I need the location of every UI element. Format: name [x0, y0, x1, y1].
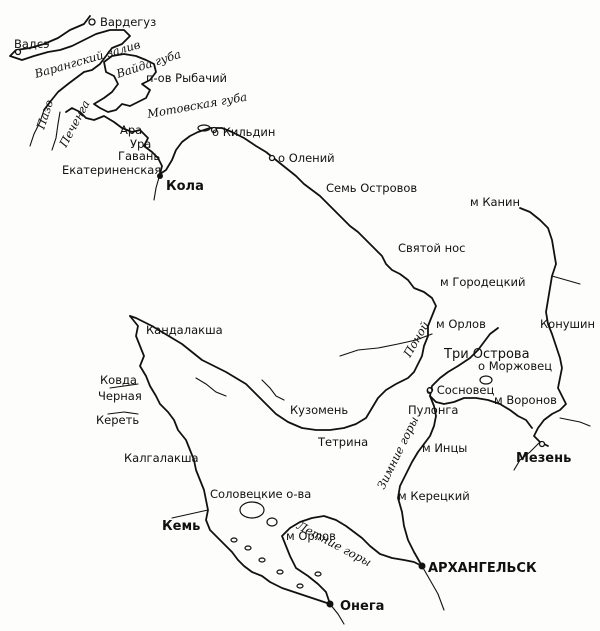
- label-keret: Кереть: [96, 413, 139, 427]
- marker-kola: [157, 173, 163, 179]
- marker-vadse: [14, 48, 22, 56]
- river-umba: [195, 377, 227, 397]
- label-ura: Ура: [130, 137, 151, 151]
- label-chernaya: Черная: [98, 389, 142, 403]
- label-intsy: м Инцы: [422, 441, 467, 455]
- label-letnie-gory: Летние горы: [294, 518, 374, 569]
- river-keret: [107, 411, 139, 415]
- river-dvina: [421, 565, 445, 611]
- river-mezen: [513, 441, 541, 471]
- label-orlov-west: м Орлов: [286, 529, 336, 543]
- label-svyatoy-nos: Святой нос: [398, 241, 465, 255]
- label-oleny: о Олений: [278, 151, 335, 165]
- label-kola: Кола: [166, 179, 204, 194]
- river-kem: [171, 509, 209, 519]
- river-kovda: [109, 383, 139, 389]
- river-kanin-inland: [551, 275, 581, 285]
- label-sosnovets: о Сосновец: [426, 383, 494, 397]
- river-pechenga: [51, 111, 61, 151]
- label-voronov: м Воронов: [494, 393, 557, 407]
- varanger-coast: [9, 15, 131, 111]
- label-motovskaya-guba: Мотовская губа: [145, 90, 248, 122]
- island-skerry-4: [276, 569, 284, 575]
- label-pulonga: Пулонга: [408, 403, 458, 417]
- karelian-shore: [129, 315, 331, 605]
- island-skerry-3: [258, 557, 266, 563]
- label-ara: Ара: [120, 123, 142, 137]
- label-onega: Онега: [340, 599, 384, 614]
- island-skerry-1: [230, 537, 238, 543]
- label-pechenga: Печенга: [56, 98, 93, 151]
- label-gorodetsky: м Городецкий: [440, 275, 525, 289]
- marker-kildin: [210, 126, 218, 134]
- label-pazo: Пазо: [33, 98, 56, 132]
- river-ponoy: [339, 333, 433, 357]
- label-kanin: м Канин: [470, 195, 520, 209]
- kola-coast-main: [65, 107, 437, 431]
- label-vardeguz: Вардегуз: [100, 15, 156, 29]
- label-sem-ostrovov: Семь Островов: [326, 181, 417, 195]
- label-orlov-east: м Орлов: [436, 317, 486, 331]
- label-ekaterinenskaya: Екатериненская: [62, 163, 161, 177]
- label-vadse: Вадсэ: [14, 37, 50, 51]
- river-paz: [29, 109, 45, 147]
- island-morzhovets: [479, 375, 493, 385]
- river-onega: [329, 603, 345, 625]
- onega-shore: [281, 515, 423, 605]
- island-skerry-2: [244, 545, 252, 551]
- dvina-shore: [397, 395, 437, 567]
- label-gavan: Гавань: [118, 149, 160, 163]
- marker-arkhangelsk: [418, 562, 426, 570]
- marker-mezen: [538, 440, 546, 448]
- marker-oleny: [268, 154, 276, 162]
- label-tetrina: Тетрина: [317, 435, 368, 449]
- label-keretsky: м Керецкий: [398, 489, 470, 503]
- label-kem: Кемь: [162, 519, 200, 534]
- east-shore: [429, 327, 533, 429]
- label-rybachy: п-ов Рыбачий: [146, 71, 227, 85]
- label-morzhovets: о Моржовец: [478, 359, 552, 373]
- river-kuloy: [559, 417, 591, 427]
- island-solovetsky-small: [266, 517, 278, 527]
- kanin-coast: [519, 207, 567, 447]
- river-varzuga: [261, 379, 285, 401]
- marker-vardeguz: [88, 18, 96, 26]
- label-arkhangelsk: Архангельск: [428, 561, 537, 576]
- marker-sosnovets: [426, 386, 434, 394]
- rybachy-coast: [93, 53, 157, 113]
- label-tri-ostrova: Три Острова: [443, 347, 530, 362]
- island-skerry-6: [314, 571, 322, 577]
- label-zimnie-gory: Зимние горы: [374, 414, 421, 491]
- label-kalgalaksha: Калгалакша: [124, 451, 199, 465]
- island-solovetsky: [239, 501, 265, 519]
- label-kandalaksha: Кандалакша: [146, 323, 223, 337]
- label-solovetskie: Соловецкие о-ва: [210, 487, 311, 501]
- island-skerry-5: [296, 583, 304, 589]
- island-kildin: [197, 124, 211, 132]
- label-konushin: Конушин: [540, 317, 595, 331]
- label-kildin: о Кильдин: [212, 125, 275, 139]
- label-kovda: Ковда: [100, 373, 137, 387]
- label-kuzomen: Кузомень: [290, 403, 348, 417]
- marker-onega: [326, 600, 334, 608]
- label-mezen: Мезень: [516, 451, 571, 466]
